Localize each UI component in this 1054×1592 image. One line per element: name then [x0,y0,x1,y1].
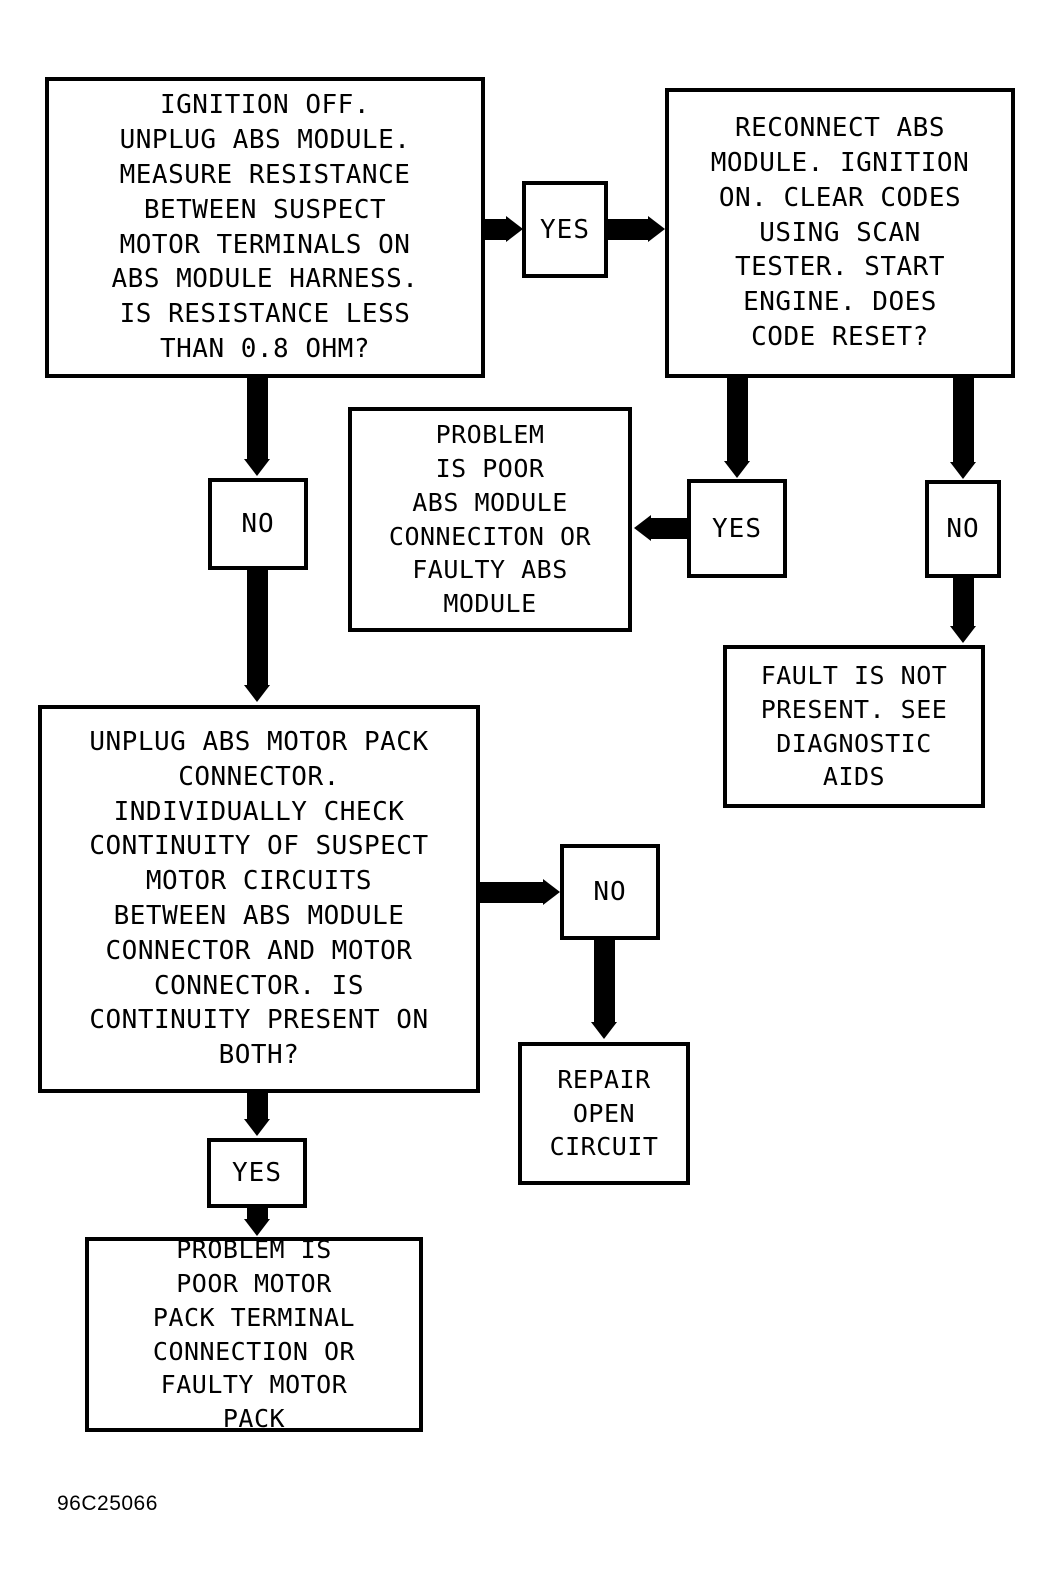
node-poor-abs-module-text: PROBLEM IS POOR ABS MODULE CONNECITON OR… [388,420,592,618]
node-repair-open-circuit: REPAIR OPEN CIRCUIT [518,1042,690,1185]
node-poor-motor-pack: PROBLEM IS POOR MOTOR PACK TERMINAL CONN… [85,1235,423,1433]
connector-yes-to-poor-motor [247,1208,268,1221]
decision-label-start-yes-text: YES [540,214,590,245]
decision-label-reconnect-no-text: NO [946,514,980,544]
arrowhead-yes-to-reconnect [648,216,665,242]
connector-reconnect-to-no [953,378,974,464]
arrowhead-reconnect-to-no [950,462,976,479]
arrowhead-no-to-repair [591,1022,617,1039]
connector-start-to-no [247,378,268,461]
node-continuity-test: UNPLUG ABS MOTOR PACK CONNECTOR. INDIVID… [38,705,480,1093]
node-reconnect-test-text: RECONNECT ABS MODULE. IGNITION ON. CLEAR… [710,113,970,353]
decision-label-continuity-no-text: NO [593,877,627,907]
arrowhead-continuity-to-yes [244,1119,270,1136]
figure-caption: 96C25066 [57,1492,158,1515]
node-poor-motor-pack-text: PROBLEM IS POOR MOTOR PACK TERMINAL CONN… [152,1235,356,1433]
node-poor-abs-module: PROBLEM IS POOR ABS MODULE CONNECITON OR… [348,407,632,632]
connector-start-to-yes [485,219,509,240]
decision-label-reconnect-yes-text: YES [712,513,762,544]
node-start-test: IGNITION OFF. UNPLUG ABS MODULE. MEASURE… [45,77,485,378]
arrowhead-no-to-fault [950,626,976,643]
arrowhead-no-to-continuity [244,685,270,702]
decision-label-continuity-no: NO [560,844,660,940]
connector-reconnect-to-yes [727,378,748,463]
node-reconnect-test: RECONNECT ABS MODULE. IGNITION ON. CLEAR… [665,88,1015,378]
decision-label-start-no: NO [208,478,308,570]
decision-label-reconnect-no: NO [925,480,1001,578]
decision-label-start-no-text: NO [241,509,275,539]
node-continuity-test-text: UNPLUG ABS MOTOR PACK CONNECTOR. INDIVID… [89,726,429,1071]
arrowhead-reconnect-to-yes [724,461,750,478]
decision-label-continuity-yes-text: YES [232,1158,282,1188]
connector-continuity-to-no [480,882,544,903]
decision-label-continuity-yes: YES [207,1138,307,1208]
arrowhead-yes-to-poor-motor [244,1219,270,1236]
node-fault-not-present: FAULT IS NOT PRESENT. SEE DIAGNOSTIC AID… [723,645,985,808]
arrowhead-continuity-to-no [543,879,560,905]
node-repair-open-circuit-text: REPAIR OPEN CIRCUIT [549,1064,659,1162]
decision-label-start-yes: YES [522,181,608,278]
connector-continuity-to-yes [247,1093,268,1121]
decision-label-reconnect-yes: YES [687,479,787,578]
node-fault-not-present-text: FAULT IS NOT PRESENT. SEE DIAGNOSTIC AID… [760,661,948,792]
connector-no-to-continuity [247,570,268,687]
connector-no-to-repair [594,940,615,1024]
arrowhead-start-to-yes [506,216,523,242]
connector-yes-to-reconnect [608,219,649,240]
arrowhead-start-to-no [244,459,270,476]
arrowhead-yes-to-poor-abs [634,515,651,541]
connector-yes-to-poor-abs [651,518,691,539]
connector-no-to-fault [953,578,974,628]
node-start-test-text: IGNITION OFF. UNPLUG ABS MODULE. MEASURE… [111,90,419,364]
